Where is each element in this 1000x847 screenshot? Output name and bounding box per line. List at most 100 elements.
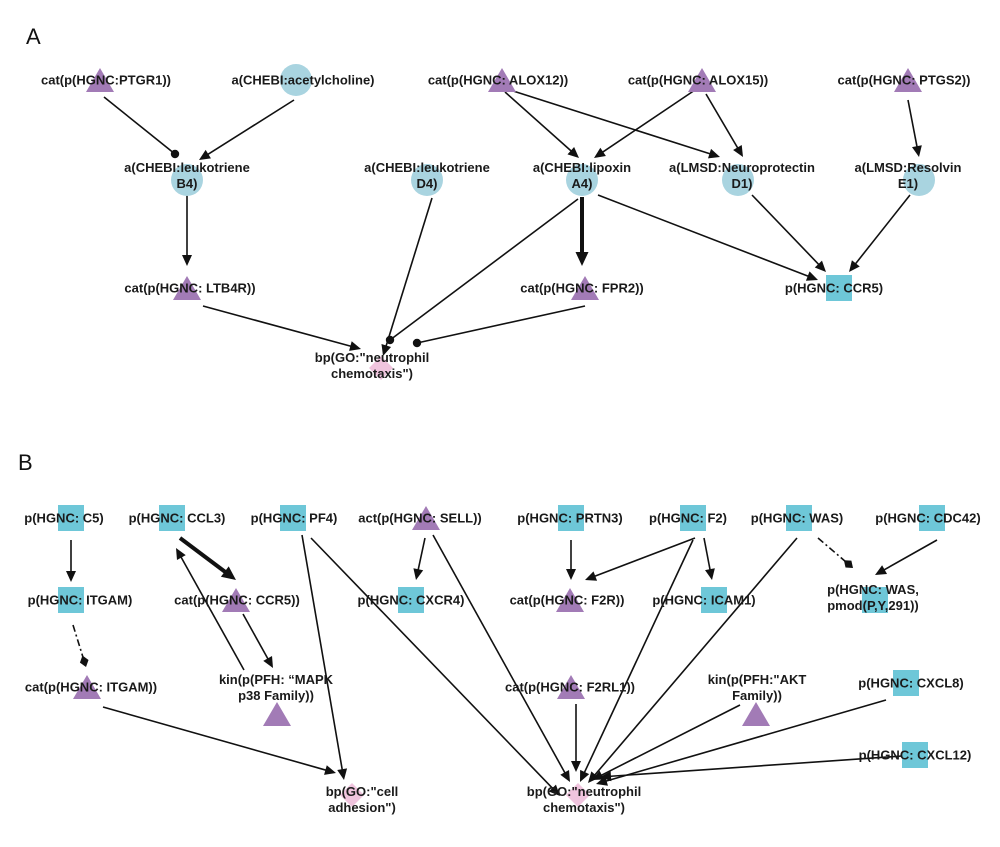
node-label-line: a(CHEBI:lipoxin (533, 160, 631, 175)
node-label-line: pmod(P,Y,291)) (827, 598, 919, 613)
edge-line (601, 89, 696, 154)
inhibit-dot (412, 338, 422, 348)
node-alox12-triangle-shape (488, 68, 516, 92)
node-label-ach: a(CHEBI:acetylcholine) (231, 73, 374, 88)
node-sell-triangle-shape (412, 506, 440, 530)
node-cxcl12-square-shape (902, 742, 928, 768)
node-pf4-square-shape (280, 505, 306, 531)
inhibit-dot (170, 149, 180, 159)
edge-line (817, 537, 846, 563)
node-label-line: p(HGNC: ICAM1) (652, 593, 755, 608)
edge-line (705, 93, 740, 150)
node-label-line: E1) (898, 176, 918, 191)
node-label-line: adhesion") (328, 800, 396, 815)
node-label-line: p(HGNC: CDC42) (875, 511, 980, 526)
edge-f2rl1-to-chemo (571, 704, 581, 772)
node-label-ccr5: p(HGNC: CCR5) (785, 281, 883, 296)
node-label-ptgr1: cat(p(HGNC:PTGR1)) (41, 73, 171, 88)
diamond-head (79, 655, 89, 667)
edge-ach-to-ltb4 (199, 99, 295, 160)
node-label-line: B4) (177, 176, 198, 191)
node-cdc42-square-shape (919, 505, 945, 531)
node-npd1-circle-shape (722, 164, 754, 196)
node-ptgs2-triangle-shape (894, 68, 922, 92)
node-label-line: p(HGNC: CXCL12) (859, 748, 972, 763)
node-chemo-diamond-shape (566, 783, 590, 807)
arrowhead (199, 149, 211, 160)
arrowhead (567, 146, 579, 158)
edge-line (310, 537, 555, 791)
node-ccr5-square-shape (826, 275, 852, 301)
edge-was-to-wasp (817, 537, 853, 568)
node-cxcr4-square-shape (398, 587, 424, 613)
node-label-line: cat(p(HGNC: ITGAM)) (25, 680, 157, 695)
node-label-line: cat(p(HGNC: CCR5)) (174, 593, 300, 608)
node-f2r-triangle-shape (556, 588, 584, 612)
node-label-line: p(HGNC: C5) (24, 511, 103, 526)
node-label-line: a(CHEBI:acetylcholine) (231, 73, 374, 88)
edge-line (593, 537, 696, 578)
node-label-line: p(HGNC: ITGAM) (28, 593, 133, 608)
node-label-line: p(HGNC: WAS, (827, 582, 919, 597)
node-label-cxcr4: p(HGNC: CXCR4) (358, 593, 465, 608)
arrowhead (324, 765, 336, 775)
edge-lxa4-to-fpr2 (575, 197, 589, 266)
node-label-line: a(CHEBI:leukotriene (364, 160, 490, 175)
arrowhead (875, 565, 888, 575)
edge-cxcl12-to-chemo (600, 755, 903, 782)
edge-line (242, 613, 270, 661)
edge-line (853, 194, 911, 266)
edge-line (432, 534, 567, 775)
node-icam1-square-shape (701, 587, 727, 613)
node-c5-square-shape (58, 505, 84, 531)
arrowhead (594, 147, 606, 158)
edge-ltd4-to-chemo (381, 197, 433, 356)
node-label-line: p(HGNC: CCR5) (785, 281, 883, 296)
edge-alox12-to-lxa4 (504, 91, 579, 158)
arrowhead (585, 571, 598, 581)
edge-ptgs2-to-rve1 (907, 99, 922, 157)
node-label-line: bp(GO:"neutrophil (315, 350, 429, 365)
arrowhead (566, 569, 576, 580)
edge-line (389, 198, 579, 341)
edge-line (599, 704, 741, 777)
edge-line (882, 539, 938, 572)
node-label-line: act(p(HGNC: SELL)) (358, 511, 482, 526)
node-label-line: chemotaxis") (331, 366, 413, 381)
edge-f2-to-icam1 (703, 537, 715, 580)
arrowhead (548, 784, 560, 796)
node-label-c5: p(HGNC: C5) (24, 511, 103, 526)
node-ccl3-square-shape (159, 505, 185, 531)
edge-line (604, 699, 887, 783)
node-label-line: cat(p(HGNC: F2RL1)) (505, 680, 635, 695)
node-label-icam1: p(HGNC: ICAM1) (652, 593, 755, 608)
edge-f2-to-chemo (580, 539, 694, 782)
edge-cxcl8-to-chemo (596, 699, 887, 786)
node-cxcl8-square-shape (893, 670, 919, 696)
arrowhead (349, 341, 361, 351)
edge-akt-to-chemo (592, 704, 741, 780)
node-label-line: a(LMSD:Neuroprotectin (669, 160, 815, 175)
node-label-itgam: p(HGNC: ITGAM) (28, 593, 133, 608)
node-label-line: p(HGNC: PF4) (251, 511, 338, 526)
edge-lxa4-to-chemo (385, 198, 579, 345)
edge-line (178, 536, 231, 577)
edge-line (103, 96, 176, 155)
arrowhead (708, 148, 720, 159)
node-label-line: kin(p(PFH:"AKT (708, 672, 807, 687)
node-catitgam-triangle-shape (73, 675, 101, 699)
arrowhead (571, 761, 581, 772)
node-ptgr1-triangle-shape (86, 68, 114, 92)
edge-line (102, 706, 328, 772)
labels-layer: cat(p(HGNC:PTGR1)) a(CHEBI:acetylcholine)… (24, 73, 980, 816)
edge-line (179, 555, 245, 671)
arrowhead (912, 145, 922, 157)
